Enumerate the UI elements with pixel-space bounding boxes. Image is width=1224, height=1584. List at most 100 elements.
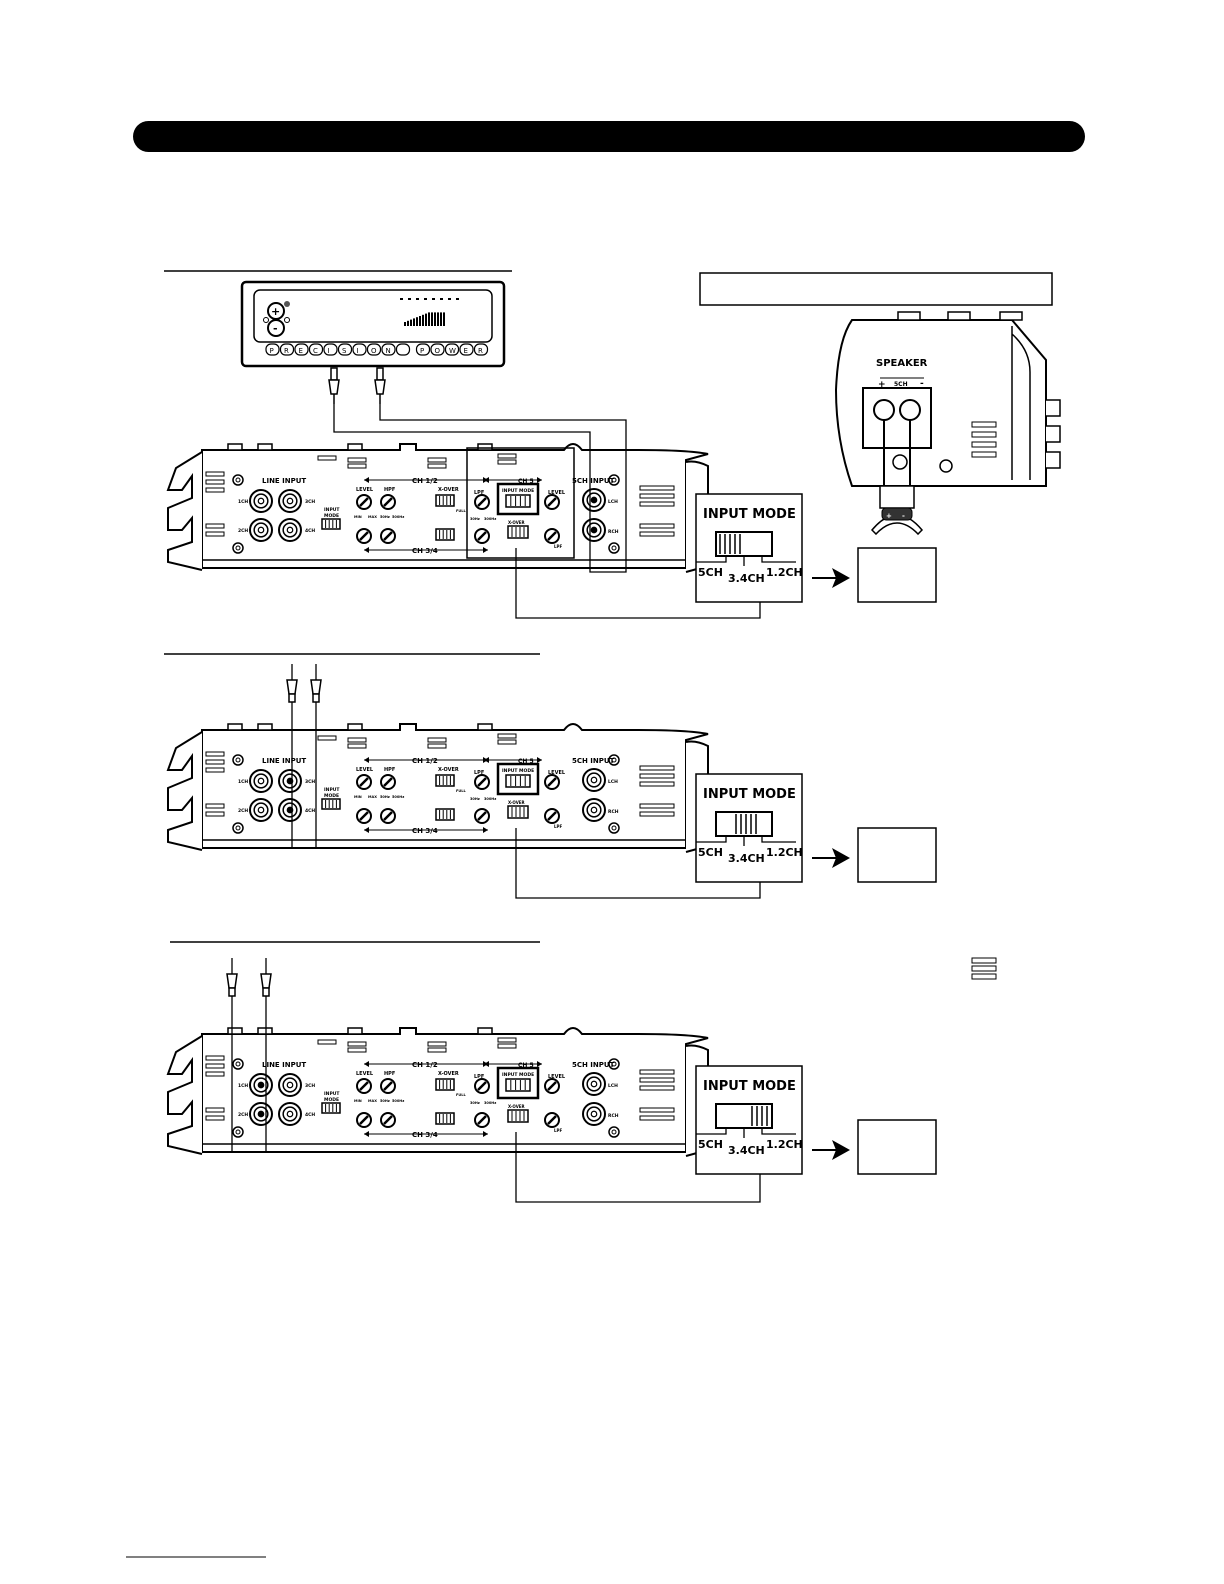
amp-vent-left-0 — [205, 751, 225, 757]
mode-label-12ch: 1.2CH — [766, 846, 803, 859]
jack-3ch-pin — [286, 1081, 294, 1089]
amp-vent-left-4 — [205, 1115, 225, 1121]
jack-1ch-pin — [257, 497, 265, 505]
amp-vent-top-5 — [497, 1037, 517, 1043]
ch5-input-mode-box — [496, 1066, 540, 1100]
knob-hpf-34-pointer — [383, 811, 393, 821]
speaker-channel-label: 5CH — [894, 381, 908, 388]
rca-plug-body — [374, 379, 386, 395]
amp-vent-right-3 — [639, 803, 675, 809]
speaker-vent-low-0 — [971, 421, 997, 428]
jack-2ch-pin — [257, 806, 265, 814]
amp-vent-right-0 — [639, 485, 675, 491]
amp-vent-right-1 — [639, 1077, 675, 1083]
jack-4ch-pin — [286, 526, 294, 534]
amp-mount-tab-1 — [257, 1027, 273, 1035]
amp-input-label-top: INPUT — [324, 787, 340, 793]
xover-switch-34 — [435, 1112, 455, 1125]
amp-vent-right-2 — [639, 781, 675, 787]
ch5-span-right-head — [537, 1061, 542, 1067]
level-label: LEVEL — [356, 1071, 374, 1077]
amp-vent-top-0 — [317, 1039, 337, 1045]
ch34-label: CH 3/4 — [412, 1131, 438, 1139]
knob-level-34-pointer — [359, 811, 369, 821]
amp-vent-top-0 — [317, 735, 337, 741]
amp2-rca-loop — [291, 702, 317, 849]
amp-screw-core-3 — [611, 825, 617, 831]
amp-vent-left-3 — [205, 523, 225, 529]
knob-max-label: MAX — [368, 1099, 377, 1103]
mode-label-34ch: 3.4CH — [728, 852, 765, 865]
knob-level-5-pointer — [547, 497, 557, 507]
ch5-input-label: 5CH INPUT — [572, 757, 615, 765]
amp-vent-top-1 — [347, 737, 367, 743]
xover-label: X-OVER — [438, 1071, 459, 1077]
xover-full-label: FULL — [456, 1093, 466, 1097]
jack-lch-label: LCH — [608, 499, 618, 505]
amp-screw-0 — [232, 754, 244, 766]
preset-button — [352, 343, 367, 356]
eq-bar — [425, 313, 427, 326]
ch5-label: CH 5 — [518, 478, 534, 485]
knob-max-label: MAX — [368, 515, 377, 519]
knob-hpf-12-pointer — [383, 777, 393, 787]
display-dot — [440, 298, 443, 300]
speaker-top-tab-2 — [999, 311, 1023, 321]
amp-vent-top-6 — [497, 459, 517, 465]
amp-screw-core-2 — [611, 757, 617, 763]
amp-screw-3 — [608, 822, 620, 834]
speaker-fin-2 — [1046, 451, 1061, 469]
ch12-span-left-head — [364, 757, 369, 763]
amp-vent-right-3 — [639, 523, 675, 529]
amp-mount-tab-3 — [477, 443, 493, 451]
amp-vent-right-2 — [639, 501, 675, 507]
jack-rch-label: RCH — [608, 529, 619, 535]
preset-letter: C — [313, 347, 318, 355]
knob-hpf-12-pointer — [383, 1081, 393, 1091]
ch5-lpf-label: LPF — [554, 1128, 562, 1133]
mode-link-cable-3 — [515, 1132, 761, 1203]
amp2-rca-right — [310, 664, 322, 703]
rca-plug-neck — [376, 367, 384, 381]
xover-switch-12 — [435, 1078, 455, 1091]
amp-screw-3 — [608, 1126, 620, 1138]
amp-screw-0 — [232, 474, 244, 486]
leader-5ch — [696, 556, 727, 563]
indicator-led-3 — [284, 317, 290, 323]
ch5-label: CH 5 — [518, 1062, 534, 1069]
eq-bar — [407, 320, 409, 326]
knob-level-5-pointer — [547, 777, 557, 787]
knob-level-12-pointer — [359, 1081, 369, 1091]
leader-5ch — [696, 836, 727, 843]
jack-lch-pin — [590, 496, 598, 504]
preset-button — [473, 343, 489, 356]
freq-300-label: 300Hz — [484, 517, 496, 521]
jack-rch-label: RCH — [608, 1113, 619, 1119]
amp-mount-tab-3 — [477, 723, 493, 731]
ch5-input-mode-switch — [505, 1078, 531, 1092]
preset-letter: I — [357, 347, 359, 355]
ch5-input-mode-switch — [505, 494, 531, 508]
amp-screw-core-0 — [235, 1061, 241, 1067]
preset-button — [337, 343, 353, 356]
mode-switch-thumb — [719, 534, 741, 554]
jack-3ch-ring — [282, 493, 298, 509]
amp-vent-left-2 — [205, 767, 225, 773]
amp-vent-right-1 — [639, 773, 675, 779]
amp-vent-top-2 — [347, 743, 367, 749]
amp-vent-left-0 — [205, 471, 225, 477]
xover-label: X-OVER — [438, 487, 459, 493]
amp-vent-right-4 — [639, 811, 675, 817]
head-unit-cable — [333, 404, 627, 573]
leader-12ch — [761, 556, 796, 563]
preset-button — [279, 343, 295, 356]
amp-vent-top-3 — [427, 737, 447, 743]
eq-bar — [434, 312, 436, 326]
preset-button — [265, 343, 280, 356]
amp-vent-top-4 — [427, 463, 447, 469]
rca-plug-body — [328, 379, 340, 395]
ch5-xover-switch — [507, 525, 529, 539]
amp-screw-core-3 — [611, 545, 617, 551]
